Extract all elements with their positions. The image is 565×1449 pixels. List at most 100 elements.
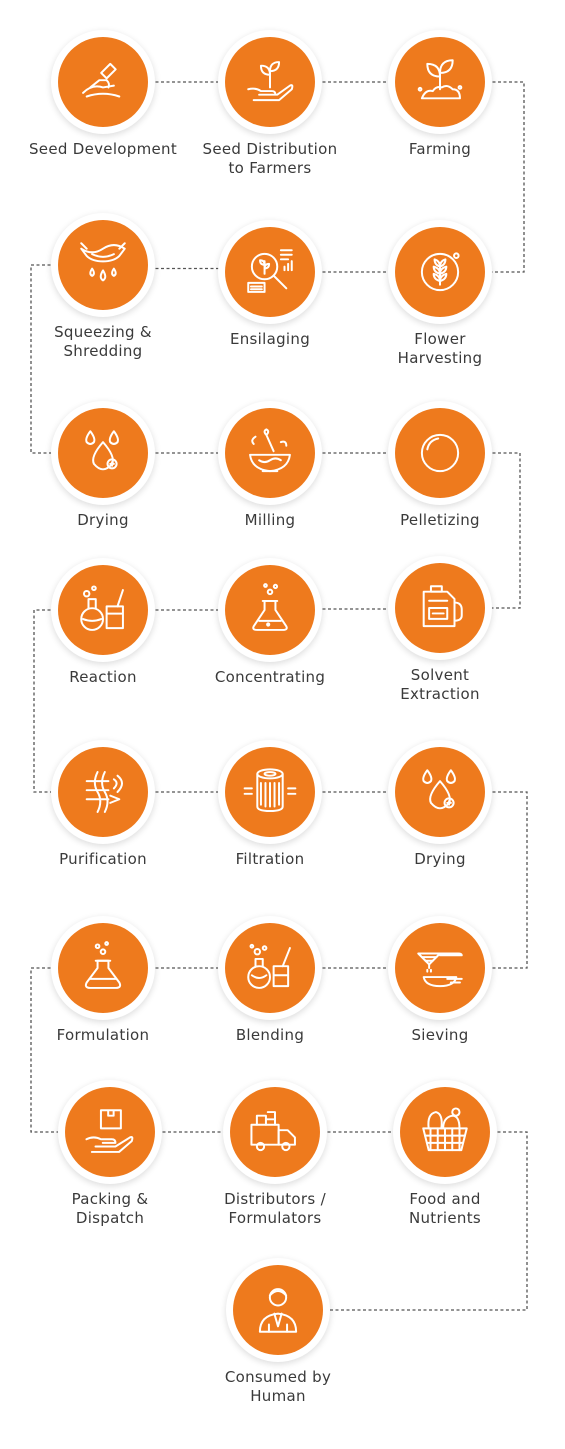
step-label: Milling <box>190 511 350 530</box>
step-farming: Farming <box>360 30 520 159</box>
step-ring <box>226 1258 330 1362</box>
connector-loop-11-12 <box>33 609 56 793</box>
step-label-line: Solvent <box>410 666 470 684</box>
step-label-line: Formulators <box>228 1209 322 1227</box>
step-distributors: Distributors /Formulators <box>195 1080 355 1228</box>
filter-cartridge-icon <box>225 747 315 837</box>
grain-flower-badge-icon <box>395 227 485 317</box>
sprout-in-soil-icon <box>395 37 485 127</box>
step-concentrating: Concentrating <box>190 558 350 687</box>
hand-holding-box-icon <box>65 1087 155 1177</box>
step-ring <box>218 220 322 324</box>
step-ring <box>388 556 492 660</box>
connector-loop-20-21 <box>325 1131 528 1311</box>
step-label: Seed Development <box>23 140 183 159</box>
step-purification: Purification <box>23 740 183 869</box>
connector-loop-5-6 <box>30 264 56 454</box>
step-label: Filtration <box>190 850 350 869</box>
delivery-truck-icon <box>230 1087 320 1177</box>
step-ring <box>218 740 322 844</box>
step-ring <box>218 916 322 1020</box>
food-basket-icon <box>400 1087 490 1177</box>
step-filtration: Filtration <box>190 740 350 869</box>
person-icon <box>233 1265 323 1355</box>
step-label-line: Squeezing & <box>54 323 152 341</box>
step-label: Purification <box>23 850 183 869</box>
step-ring <box>218 558 322 662</box>
step-label: Farming <box>360 140 520 159</box>
step-ensilaging: Ensilaging <box>190 220 350 349</box>
step-label-line: Flower <box>414 330 466 348</box>
step-label-line: Human <box>250 1387 306 1405</box>
connector-loop-2-3 <box>487 81 525 273</box>
step-label: Sieving <box>360 1026 520 1045</box>
magnified-grain-chart-icon <box>225 227 315 317</box>
step-pelletizing: Pelletizing <box>360 401 520 530</box>
step-label-line: Distributors / <box>224 1190 326 1208</box>
step-reaction: Reaction <box>23 558 183 687</box>
step-ring <box>51 558 155 662</box>
step-ring <box>388 401 492 505</box>
step-label-line: Consumed by <box>224 1368 332 1386</box>
flask-beaker-reaction-icon <box>58 565 148 655</box>
step-label-line: Ensilaging <box>229 330 311 348</box>
hand-planting-seed-icon <box>58 37 148 127</box>
wrung-cloth-drops-icon <box>58 220 148 310</box>
step-sieving: Sieving <box>360 916 520 1045</box>
water-drops-icon <box>58 408 148 498</box>
pellet-sphere-icon <box>395 408 485 498</box>
hand-holding-sprout-icon <box>225 37 315 127</box>
step-label-line: Concentrating <box>214 668 326 686</box>
flask-beaker-blend-icon <box>225 923 315 1013</box>
step-label-line: Blending <box>235 1026 305 1044</box>
step-formulation: Formulation <box>23 916 183 1045</box>
step-label: Drying <box>360 850 520 869</box>
connector-loop-8-9 <box>487 452 521 609</box>
step-ring <box>218 401 322 505</box>
step-label-line: Shredding <box>63 342 143 360</box>
step-label-line: Nutrients <box>408 1209 482 1227</box>
step-label: Squeezing &Shredding <box>23 323 183 361</box>
step-label-line: Harvesting <box>397 349 483 367</box>
connector-loop-17-18 <box>30 967 63 1133</box>
step-label-line: Purification <box>59 850 147 868</box>
step-label-line: Milling <box>244 511 296 529</box>
step-blending: Blending <box>190 916 350 1045</box>
step-ring <box>51 213 155 317</box>
step-ring <box>51 740 155 844</box>
step-label-line: Extraction <box>400 685 480 703</box>
step-packing-dispatch: Packing &Dispatch <box>30 1080 190 1228</box>
purifier-wave-icon <box>58 747 148 837</box>
step-seed-development: Seed Development <box>23 30 183 159</box>
mortar-pestle-icon <box>225 408 315 498</box>
step-label-line: Reaction <box>69 668 137 686</box>
step-label-line: Food and <box>409 1190 481 1208</box>
step-label: Pelletizing <box>360 511 520 530</box>
step-milling: Milling <box>190 401 350 530</box>
step-label-line: Formulation <box>56 1026 150 1044</box>
step-ring <box>51 401 155 505</box>
step-label-line: Drying <box>414 850 466 868</box>
connector-loop-14-15 <box>487 791 528 969</box>
step-ring <box>388 916 492 1020</box>
step-label-line: Farming <box>408 140 472 158</box>
step-ring <box>51 30 155 134</box>
step-label-line: Pelletizing <box>400 511 480 529</box>
step-ring <box>223 1080 327 1184</box>
step-label-line: Seed Development <box>28 140 178 158</box>
sieve-bowl-icon <box>395 923 485 1013</box>
step-ring <box>388 740 492 844</box>
step-label: Concentrating <box>190 668 350 687</box>
bubbling-flask-icon <box>58 923 148 1013</box>
step-label-line: Dispatch <box>75 1209 145 1227</box>
conical-flask-icon <box>225 565 315 655</box>
